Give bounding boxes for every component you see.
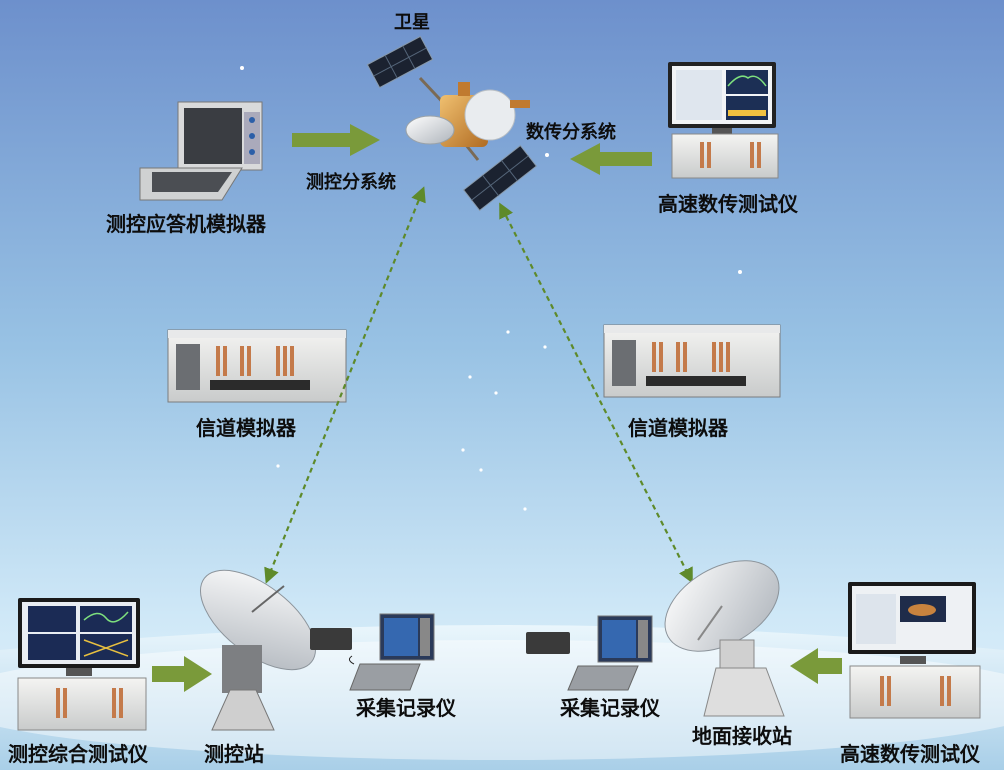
tt-station-label: 测控站 [204, 742, 264, 766]
data-subsystem-label: 数传分系统 [526, 122, 616, 143]
arrow-right-to-tt-subsystem [292, 124, 380, 156]
ground-receiving-station-label: 地面接收站 [692, 724, 792, 748]
tt-subsystem-label: 测控分系统 [306, 172, 396, 193]
satellite-illustration [366, 35, 538, 212]
tt-station-dish [199, 569, 317, 731]
recorder-left-label: 采集记录仪 [356, 696, 456, 720]
recorder-left-device [310, 613, 435, 691]
hs-data-tester-bottom-device [848, 582, 981, 719]
tt-transponder-sim-device [139, 101, 263, 201]
ground-station-dish [664, 560, 785, 717]
channel-sim-left-device [167, 329, 347, 403]
channel-sim-right-label: 信道模拟器 [628, 416, 728, 440]
hs-data-tester-top-device [668, 62, 779, 179]
hs-data-tester-bottom-label: 高速数传测试仪 [840, 742, 980, 766]
link-data-subsystem-to-ground-station [499, 202, 693, 584]
tt-integrated-tester-label: 测控综合测试仪 [8, 742, 148, 766]
channel-sim-left-label: 信道模拟器 [196, 416, 296, 440]
tt-integrated-tester-device [17, 598, 147, 731]
link-tt-subsystem-to-tt-station [264, 186, 426, 584]
hs-data-tester-top-label: 高速数传测试仪 [658, 192, 798, 216]
channel-sim-right-device [603, 324, 781, 398]
tt-transponder-sim-label: 测控应答机模拟器 [106, 212, 266, 236]
arrow-left-to-data-subsystem [570, 143, 652, 175]
recorder-right-label: 采集记录仪 [560, 696, 660, 720]
arrow-left-to-ground-station [790, 648, 842, 684]
satellite-label: 卫星 [394, 12, 430, 33]
recorder-right-device [526, 615, 653, 691]
arrow-right-to-tt-station [152, 656, 212, 692]
